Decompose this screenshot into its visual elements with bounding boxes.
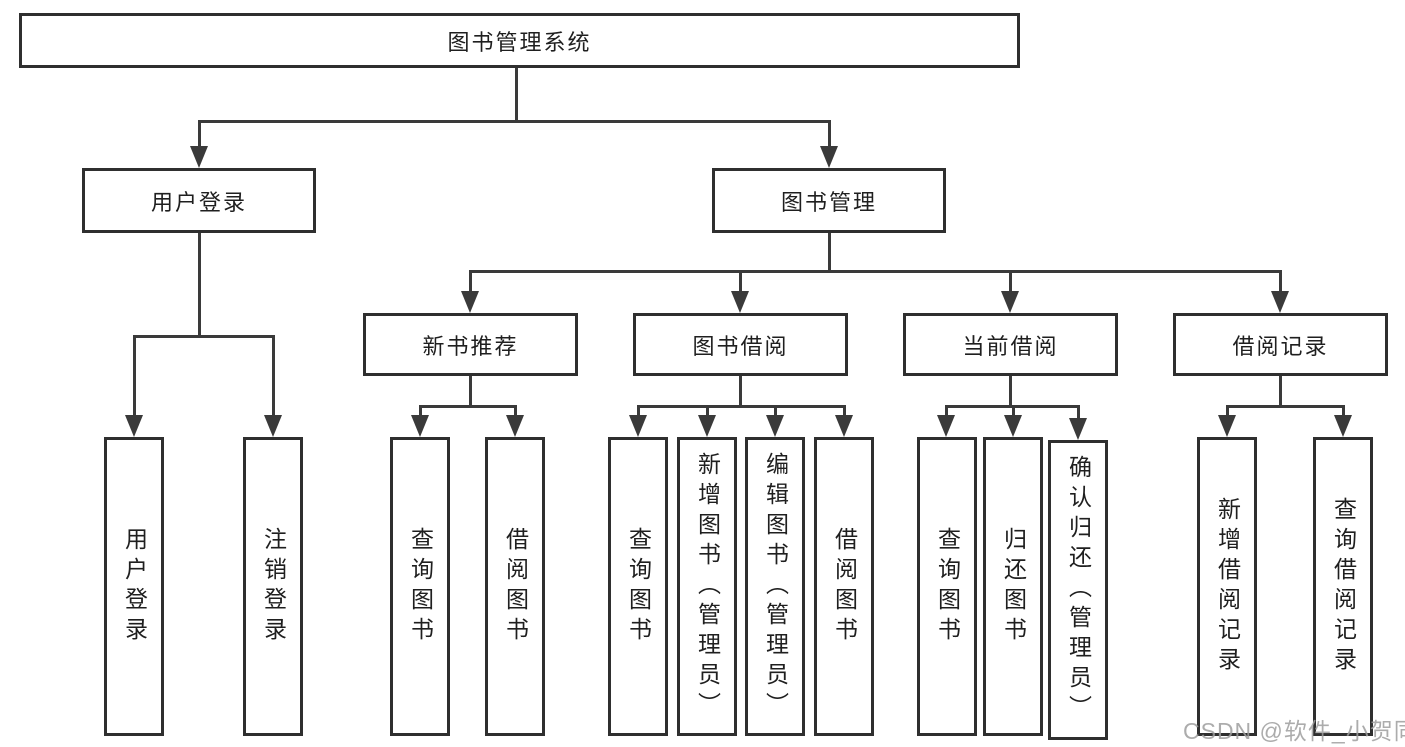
arrowhead-down-icon xyxy=(190,146,208,168)
leaf-cb-confirm-return-admin-label: 确认归还（管理员） xyxy=(1065,455,1092,725)
arrowhead-down-icon xyxy=(264,415,282,437)
connector-line xyxy=(1342,405,1345,421)
leaf-cb-return-books-label: 归还图书 xyxy=(1000,526,1027,647)
arrowhead-down-icon xyxy=(461,291,479,313)
arrowhead-down-icon xyxy=(731,291,749,313)
leaf-logout-label: 注销登录 xyxy=(260,526,287,647)
node-book-management-label: 图书管理 xyxy=(780,189,877,215)
node-borrow-records: 借阅记录 xyxy=(1173,313,1388,376)
leaf-user-login: 用户登录 xyxy=(104,437,164,736)
leaf-br-query-record: 查询借阅记录 xyxy=(1313,437,1373,736)
leaf-nb-query-books-label: 查询图书 xyxy=(407,526,434,647)
leaf-bb-add-books-admin: 新增图书（管理员） xyxy=(677,437,737,736)
connector-line xyxy=(1009,376,1012,408)
arrowhead-down-icon xyxy=(698,415,716,437)
leaf-bb-query-books: 查询图书 xyxy=(608,437,668,736)
connector-line xyxy=(739,270,742,295)
node-library-system: 图书管理系统 xyxy=(19,13,1020,68)
arrowhead-down-icon xyxy=(1001,291,1019,313)
leaf-bb-borrow-books-label: 借阅图书 xyxy=(831,526,858,647)
leaf-bb-edit-books-admin-label: 编辑图书（管理员） xyxy=(762,451,789,722)
connector-line xyxy=(419,405,517,408)
connector-line xyxy=(515,68,518,122)
connector-line xyxy=(469,376,472,408)
leaf-logout: 注销登录 xyxy=(243,437,303,736)
leaf-bb-edit-books-admin: 编辑图书（管理员） xyxy=(745,437,805,736)
connector-line xyxy=(1009,270,1012,295)
leaf-nb-borrow-books-label: 借阅图书 xyxy=(502,526,529,647)
connector-line xyxy=(828,233,831,273)
connector-line xyxy=(514,405,517,421)
leaf-user-login-label: 用户登录 xyxy=(121,526,148,647)
node-book-borrow-label: 图书借阅 xyxy=(692,333,789,359)
arrowhead-down-icon xyxy=(411,415,429,437)
arrowhead-down-icon xyxy=(1004,415,1022,437)
arrowhead-down-icon xyxy=(629,415,647,437)
node-user-login-label: 用户登录 xyxy=(150,189,247,215)
arrowhead-down-icon xyxy=(1218,415,1236,437)
connector-line xyxy=(469,270,472,295)
connector-line xyxy=(133,335,136,420)
connector-line xyxy=(1226,405,1343,408)
node-borrow-records-label: 借阅记录 xyxy=(1232,333,1329,359)
connector-line xyxy=(843,405,846,421)
arrowhead-down-icon xyxy=(937,415,955,437)
arrowhead-down-icon xyxy=(1069,418,1087,440)
arrowhead-down-icon xyxy=(1334,415,1352,437)
connector-line xyxy=(469,270,1282,273)
connector-line xyxy=(1226,405,1229,421)
connector-line xyxy=(1012,405,1015,421)
leaf-cb-query-books: 查询图书 xyxy=(917,437,977,736)
leaf-br-add-record-label: 新增借阅记录 xyxy=(1214,496,1241,677)
leaf-nb-borrow-books: 借阅图书 xyxy=(485,437,545,736)
connector-line xyxy=(419,405,422,421)
connector-line xyxy=(774,405,777,421)
connector-line xyxy=(706,405,709,421)
arrowhead-down-icon xyxy=(766,415,784,437)
connector-line xyxy=(739,376,742,408)
node-book-management: 图书管理 xyxy=(712,168,946,233)
connector-line xyxy=(133,335,275,338)
arrowhead-down-icon xyxy=(820,146,838,168)
leaf-cb-confirm-return-admin: 确认归还（管理员） xyxy=(1048,440,1108,740)
connector-line xyxy=(1077,405,1080,425)
leaf-bb-borrow-books: 借阅图书 xyxy=(814,437,874,736)
node-library-system-label: 图书管理系统 xyxy=(447,29,592,55)
connector-line xyxy=(1279,376,1282,408)
connector-line xyxy=(637,405,845,408)
node-book-borrow: 图书借阅 xyxy=(633,313,848,376)
leaf-cb-return-books: 归还图书 xyxy=(983,437,1043,736)
node-user-login: 用户登录 xyxy=(82,168,316,233)
arrowhead-down-icon xyxy=(125,415,143,437)
connector-line xyxy=(637,405,640,421)
arrowhead-down-icon xyxy=(835,415,853,437)
connector-line xyxy=(272,335,275,420)
connector-line xyxy=(198,120,831,123)
leaf-nb-query-books: 查询图书 xyxy=(390,437,450,736)
csdn-watermark: CSDN @软件_小贺同学 xyxy=(1183,718,1405,744)
leaf-br-query-record-label: 查询借阅记录 xyxy=(1330,496,1357,677)
connector-line xyxy=(1279,270,1282,295)
node-new-book-recommend: 新书推荐 xyxy=(363,313,578,376)
leaf-br-add-record: 新增借阅记录 xyxy=(1197,437,1257,736)
connector-line xyxy=(198,120,201,150)
arrowhead-down-icon xyxy=(506,415,524,437)
connector-line xyxy=(198,233,201,338)
leaf-cb-query-books-label: 查询图书 xyxy=(934,526,961,647)
node-current-borrow: 当前借阅 xyxy=(903,313,1118,376)
leaf-bb-add-books-admin-label: 新增图书（管理员） xyxy=(694,451,721,722)
connector-line xyxy=(945,405,948,421)
arrowhead-down-icon xyxy=(1271,291,1289,313)
node-current-borrow-label: 当前借阅 xyxy=(962,333,1059,359)
node-new-book-recommend-label: 新书推荐 xyxy=(422,333,519,359)
connector-line xyxy=(828,120,831,150)
leaf-bb-query-books-label: 查询图书 xyxy=(625,526,652,647)
